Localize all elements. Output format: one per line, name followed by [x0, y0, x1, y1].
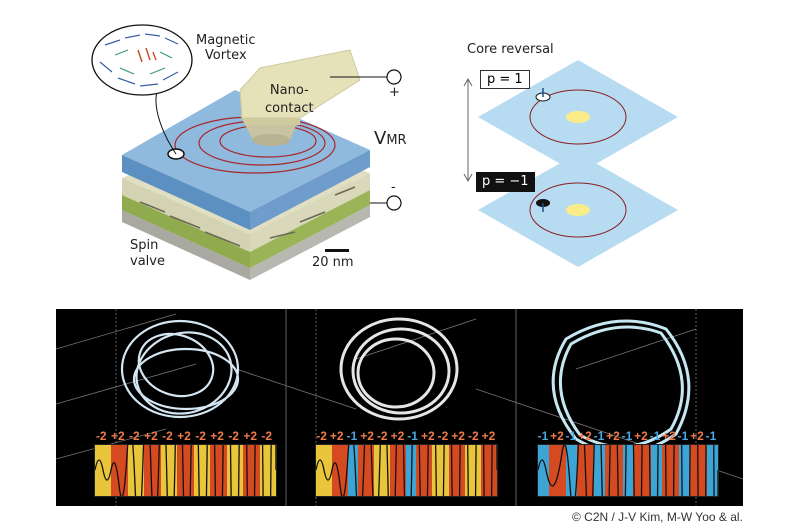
tag: -2	[467, 429, 479, 443]
tag: -2	[162, 429, 173, 443]
scale-bar-label: 20 nm	[312, 255, 354, 270]
panel2-waveform	[316, 445, 497, 496]
tag: -2	[376, 429, 388, 443]
vmr-sub: MR	[386, 133, 407, 148]
minus-sign: -	[391, 180, 396, 195]
scale-bar	[325, 249, 349, 252]
tag: -1	[346, 429, 358, 443]
tag: -1	[565, 429, 577, 443]
nano-label-line1: Nano-	[269, 83, 309, 98]
tag: +2	[550, 429, 564, 443]
spin-valve-stack	[122, 84, 370, 280]
nano-contact	[239, 49, 361, 146]
tag: -2	[316, 429, 327, 443]
intermittent-trajectory	[339, 317, 459, 421]
trajectory-panel: -2 +2 -2 +2 -2 +2 -2 +2 -2 +2 -2 -2 +2 -…	[56, 309, 743, 506]
tag: -2	[437, 429, 449, 443]
tag: +2	[690, 429, 704, 443]
panel2-signal-band	[315, 444, 498, 497]
chaotic-trajectory	[120, 319, 240, 419]
tag: -1	[621, 429, 633, 443]
tag: -2	[261, 429, 273, 443]
vortex-inset	[91, 24, 193, 96]
tag: -1	[407, 429, 418, 443]
spin-label-line2: valve	[130, 254, 165, 269]
magnetic-label-line1: Magnetic	[196, 33, 256, 48]
nano-contact-label: Nano- contact	[265, 82, 314, 118]
tag: -1	[593, 429, 605, 443]
vmr-main: V	[374, 128, 387, 149]
panel3-tags: -1 +2 -1 +2 -1 +2 -1 +2 -1 +2 -1 +2 -1	[536, 429, 718, 443]
tag: -1	[537, 429, 549, 443]
tag: +2	[634, 429, 648, 443]
plus-sign: +	[389, 85, 400, 100]
tag: +2	[451, 429, 465, 443]
tag: +2	[243, 429, 258, 443]
tag: +2	[360, 429, 374, 443]
tag: +2	[390, 429, 405, 443]
tag: +2	[110, 429, 125, 443]
panel1-signal-band	[94, 444, 277, 497]
tag: +2	[210, 429, 224, 443]
panel3-waveform	[538, 445, 718, 496]
magnetic-vortex-label: Magnetic Vortex	[196, 33, 256, 63]
tag: -1	[649, 429, 661, 443]
tag: -2	[95, 429, 107, 443]
positive-terminal	[386, 69, 402, 85]
core-reversal-diagram	[463, 60, 678, 267]
panel1-tags: -2 +2 -2 +2 -2 +2 -2 +2 -2 +2 -2	[93, 429, 275, 443]
magnetic-label-line2: Vortex	[204, 48, 247, 63]
tag: -2	[129, 429, 140, 443]
spin-label-line1: Spin	[130, 238, 159, 253]
panel1-waveform	[95, 445, 276, 496]
tag: -2	[195, 429, 206, 443]
p-negative-box: p = −1	[476, 172, 535, 192]
panel3-signal-band	[537, 444, 719, 497]
panel2-tags: -2 +2 -1 +2 -2 +2 -1 +2 -2 +2 -2 +2	[314, 429, 496, 443]
negative-terminal	[386, 195, 402, 211]
tag: +2	[177, 429, 191, 443]
top-diagrams	[91, 24, 678, 280]
periodic-trajectory	[551, 319, 691, 455]
tag: +2	[329, 429, 344, 443]
core-reversal-title: Core reversal	[467, 42, 554, 57]
trajectory-grid	[56, 309, 743, 506]
tag: -1	[677, 429, 689, 443]
tag: -1	[705, 429, 717, 443]
tag: +2	[662, 429, 676, 443]
credit-text: © C2N / J-V Kim, M-W Yoo & al.	[572, 510, 743, 524]
vmr-label: VMR	[374, 128, 407, 149]
nano-label-line2: contact	[265, 101, 314, 116]
tag: +2	[606, 429, 620, 443]
spin-valve-label: Spin valve	[130, 238, 165, 270]
tag: +2	[144, 429, 158, 443]
tag: +2	[481, 429, 496, 443]
p-positive-box: p = 1	[480, 70, 530, 89]
tag: -2	[228, 429, 239, 443]
tag: +2	[578, 429, 592, 443]
tag: +2	[420, 429, 435, 443]
